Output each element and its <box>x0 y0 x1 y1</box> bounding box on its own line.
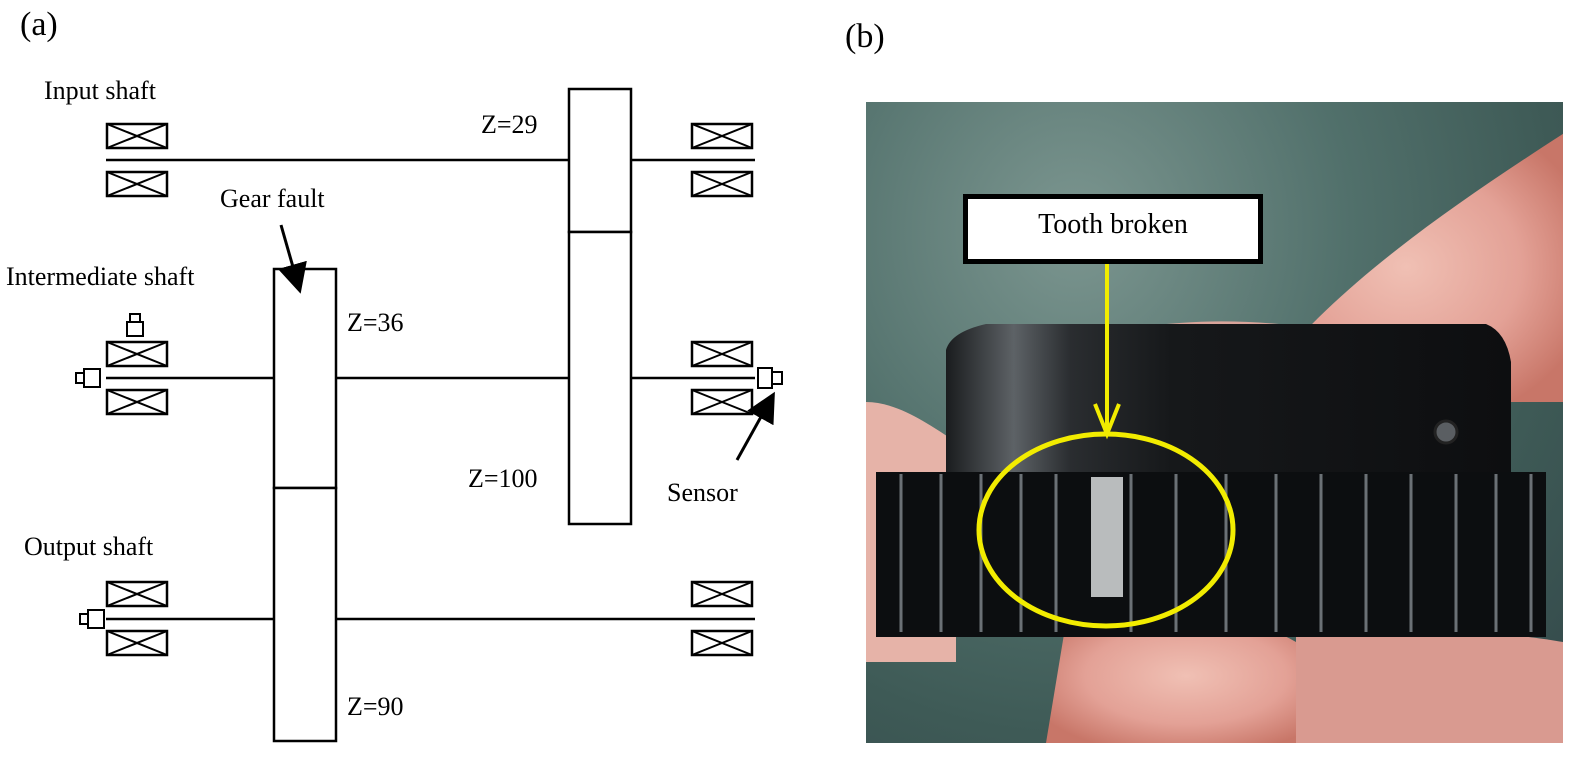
sensor-icon <box>126 313 144 337</box>
gear-pair-output <box>272 267 338 743</box>
gear-z36 <box>272 267 338 490</box>
bearing-icon <box>105 340 169 368</box>
tooth-broken-callout: Tooth broken <box>963 194 1263 264</box>
gear-z90 <box>272 486 338 743</box>
gear-z36-label: Z=36 <box>347 308 404 337</box>
bearing-icon <box>105 122 169 150</box>
bearing-icon <box>690 170 754 198</box>
gear-z90-label: Z=90 <box>347 692 404 721</box>
output-shaft <box>79 580 755 657</box>
fault-highlight-ellipse <box>976 431 1236 629</box>
thumb-shape <box>1046 608 1326 743</box>
panel-b-label: (b) <box>845 18 885 55</box>
intermediate-shaft-label: Intermediate shaft <box>6 262 195 291</box>
intermediate-shaft <box>75 313 783 416</box>
bearing-icon <box>690 629 754 657</box>
bearing-icon <box>690 388 754 416</box>
bearing-icon <box>105 170 169 198</box>
bearing-icon <box>690 340 754 368</box>
sensor-arrow-icon <box>735 391 775 461</box>
gear-teeth <box>876 472 1546 637</box>
gear-z100 <box>567 230 633 526</box>
broken-tooth <box>1091 477 1123 597</box>
bearing-icon <box>690 122 754 150</box>
sensor-icon <box>79 609 105 629</box>
panel-a-label: (a) <box>20 6 58 43</box>
sensor-icon <box>75 368 101 388</box>
gear-z29-label: Z=29 <box>481 110 538 139</box>
bearing-icon <box>105 388 169 416</box>
input-shaft-label: Input shaft <box>44 76 156 105</box>
gear-fault-arrow-icon <box>277 224 307 294</box>
gear-z29 <box>567 87 633 234</box>
gearbox-schematic <box>75 87 783 743</box>
gear-photo-illustration <box>866 133 1563 743</box>
broken-gear-photo: Tooth broken <box>866 102 1563 743</box>
input-shaft <box>105 122 755 198</box>
finger-shape <box>1296 622 1563 743</box>
gear-pair-input <box>567 87 633 526</box>
output-shaft-label: Output shaft <box>24 532 154 561</box>
sensor-label: Sensor <box>667 478 738 507</box>
sensor-icon <box>757 367 783 389</box>
bearing-icon <box>105 629 169 657</box>
set-screw-hole-icon <box>1433 419 1459 445</box>
gear-fault-label: Gear fault <box>220 184 325 213</box>
bearing-icon <box>105 580 169 608</box>
gear-z100-label: Z=100 <box>468 464 538 493</box>
bearing-icon <box>690 580 754 608</box>
